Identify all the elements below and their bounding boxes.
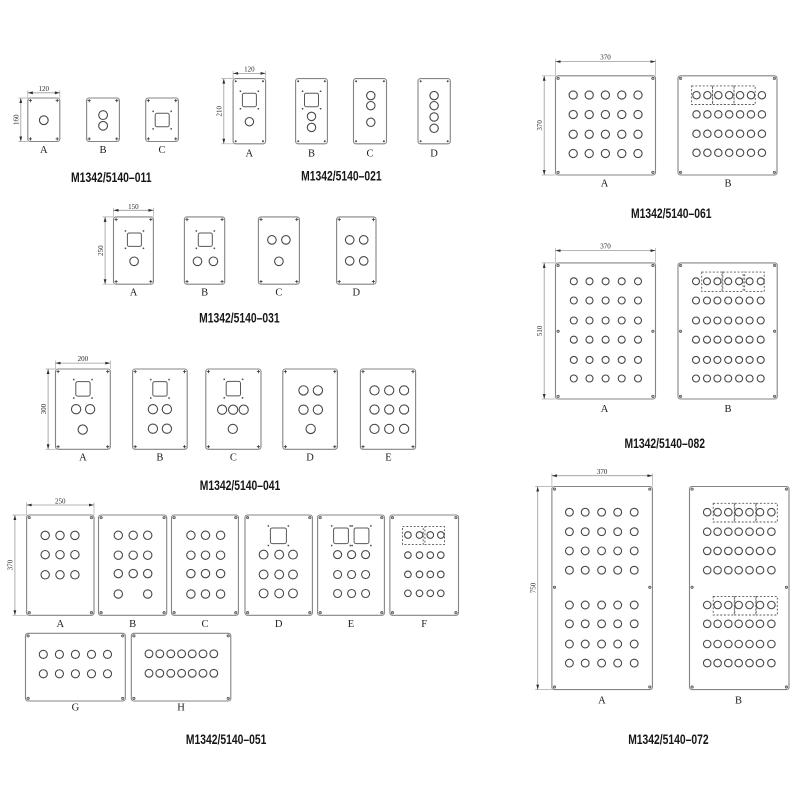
svg-text:370: 370	[7, 559, 15, 570]
svg-text:150: 150	[128, 203, 139, 211]
svg-text:200: 200	[78, 355, 89, 363]
svg-text:250: 250	[55, 498, 66, 506]
svg-text:250: 250	[97, 245, 105, 256]
svg-text:370: 370	[536, 120, 544, 131]
svg-text:A: A	[40, 145, 48, 156]
svg-text:E: E	[385, 453, 391, 464]
svg-text:370: 370	[600, 53, 611, 61]
svg-text:F: F	[421, 619, 427, 630]
svg-text:160: 160	[13, 114, 21, 125]
svg-text:D: D	[430, 148, 438, 159]
svg-text:A: A	[598, 696, 606, 707]
svg-text:A: A	[246, 148, 254, 159]
svg-text:C: C	[275, 288, 282, 299]
svg-text:A: A	[130, 288, 138, 299]
svg-text:210: 210	[216, 105, 224, 116]
svg-text:120: 120	[244, 65, 255, 73]
svg-text:M1342/5140–072: M1342/5140–072	[628, 731, 709, 747]
svg-text:A: A	[601, 404, 609, 415]
svg-text:D: D	[353, 288, 361, 299]
svg-text:510: 510	[536, 325, 544, 336]
svg-text:B: B	[735, 696, 742, 707]
svg-text:370: 370	[597, 468, 608, 476]
svg-text:B: B	[724, 404, 731, 415]
svg-text:B: B	[201, 288, 208, 299]
svg-text:M1342/5140–041: M1342/5140–041	[200, 477, 281, 493]
svg-text:M1342/5140–061: M1342/5140–061	[631, 205, 712, 221]
svg-text:C: C	[158, 145, 165, 156]
svg-text:300: 300	[40, 403, 48, 414]
svg-text:B: B	[308, 148, 315, 159]
svg-text:120: 120	[39, 85, 50, 93]
svg-text:G: G	[72, 702, 80, 713]
svg-text:370: 370	[600, 243, 611, 251]
svg-text:M1342/5140–031: M1342/5140–031	[199, 309, 280, 325]
svg-text:M1342/5140–011: M1342/5140–011	[71, 169, 152, 185]
svg-text:M1342/5140–082: M1342/5140–082	[625, 435, 706, 451]
svg-text:A: A	[57, 619, 65, 630]
svg-text:C: C	[230, 453, 237, 464]
svg-text:B: B	[724, 179, 731, 190]
svg-text:D: D	[306, 453, 314, 464]
svg-text:B: B	[129, 619, 136, 630]
svg-text:H: H	[177, 702, 185, 713]
svg-text:C: C	[366, 148, 373, 159]
svg-text:B: B	[156, 453, 163, 464]
svg-text:E: E	[348, 619, 354, 630]
svg-text:M1342/5140–021: M1342/5140–021	[301, 168, 382, 184]
svg-text:A: A	[601, 179, 609, 190]
svg-text:C: C	[201, 619, 208, 630]
svg-text:M1342/5140–051: M1342/5140–051	[186, 731, 267, 747]
svg-text:B: B	[99, 145, 106, 156]
svg-text:D: D	[275, 619, 283, 630]
svg-text:A: A	[79, 453, 87, 464]
svg-text:750: 750	[529, 582, 537, 593]
